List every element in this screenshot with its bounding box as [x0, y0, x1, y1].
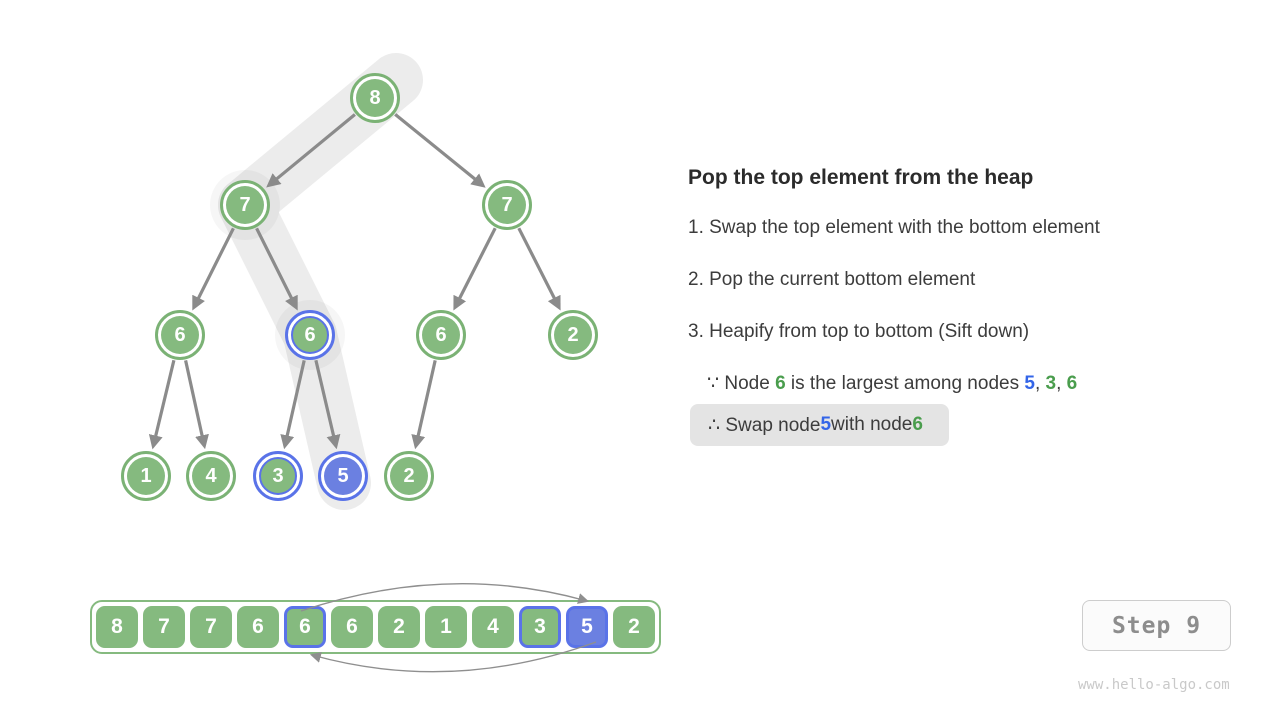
step-label: Step 9: [1111, 612, 1202, 639]
node-ref-blue: 5: [820, 414, 832, 435]
watermark: www.hello-algo.com: [1078, 677, 1230, 693]
text-segment: ,: [1056, 373, 1067, 394]
node-ref-green: 6: [775, 373, 786, 394]
tree-node-value: 8: [356, 79, 394, 117]
array-cell: 3: [519, 606, 561, 648]
array-cell: 6: [237, 606, 279, 648]
node-ref-blue: 5: [1024, 373, 1035, 394]
node-ref-green: 6: [1066, 373, 1078, 394]
step-button[interactable]: Step 9: [1082, 600, 1231, 651]
array-cell: 2: [613, 606, 655, 648]
array-cell: 5: [566, 606, 608, 648]
tree-node-value: 5: [324, 457, 362, 495]
instruction-step-1: 1. Swap the top element with the bottom …: [688, 217, 1100, 238]
because-line: ∵ Node 6 is the largest among nodes 5, 3…: [707, 372, 1077, 395]
tree-node-value: 7: [226, 186, 264, 224]
text-segment: with node: [831, 414, 913, 435]
node-ref-green: 6: [912, 414, 923, 435]
array-cell: 8: [96, 606, 138, 648]
tree-node: 2: [384, 451, 434, 501]
array-cell: 1: [425, 606, 467, 648]
tree-node: 7: [482, 180, 532, 230]
array-cell: 7: [190, 606, 232, 648]
array-cell: 4: [472, 606, 514, 648]
tree-node-value: 6: [291, 316, 329, 354]
array-cell: 2: [378, 606, 420, 648]
tree-node-value: 4: [192, 457, 230, 495]
tree-node: 6: [155, 310, 205, 360]
tree-node: 6: [285, 310, 335, 360]
tree-node-value: 2: [390, 457, 428, 495]
tree-node-value: 2: [554, 316, 592, 354]
instruction-step-2: 2. Pop the current bottom element: [688, 269, 976, 290]
text-segment: is the largest among nodes: [785, 373, 1025, 394]
instruction-step-3: 3. Heapify from top to bottom (Sift down…: [688, 321, 1030, 342]
panel-title: Pop the top element from the heap: [688, 166, 1034, 189]
tree-node-value: 1: [127, 457, 165, 495]
text-segment: ,: [1034, 373, 1046, 394]
node-ref-green: 3: [1045, 373, 1057, 394]
tree-node: 2: [548, 310, 598, 360]
tree-node: 8: [350, 73, 400, 123]
tree-node-value: 3: [259, 457, 297, 495]
text-segment: ∵ Node: [707, 373, 776, 394]
array-cell: 7: [143, 606, 185, 648]
array-cell: 6: [331, 606, 373, 648]
array-cell: 6: [284, 606, 326, 648]
tree-node: 3: [253, 451, 303, 501]
text-segment: ∴ Swap node: [708, 414, 821, 436]
tree-node: 5: [318, 451, 368, 501]
tree-node-value: 6: [161, 316, 199, 354]
tree-node: 4: [186, 451, 236, 501]
tree-node-value: 6: [422, 316, 460, 354]
tree-node: 6: [416, 310, 466, 360]
tree-node: 7: [220, 180, 270, 230]
therefore-callout: ∴ Swap node 5 with node 6: [690, 404, 949, 446]
tree-node-value: 7: [488, 186, 526, 224]
tree-node: 1: [121, 451, 171, 501]
